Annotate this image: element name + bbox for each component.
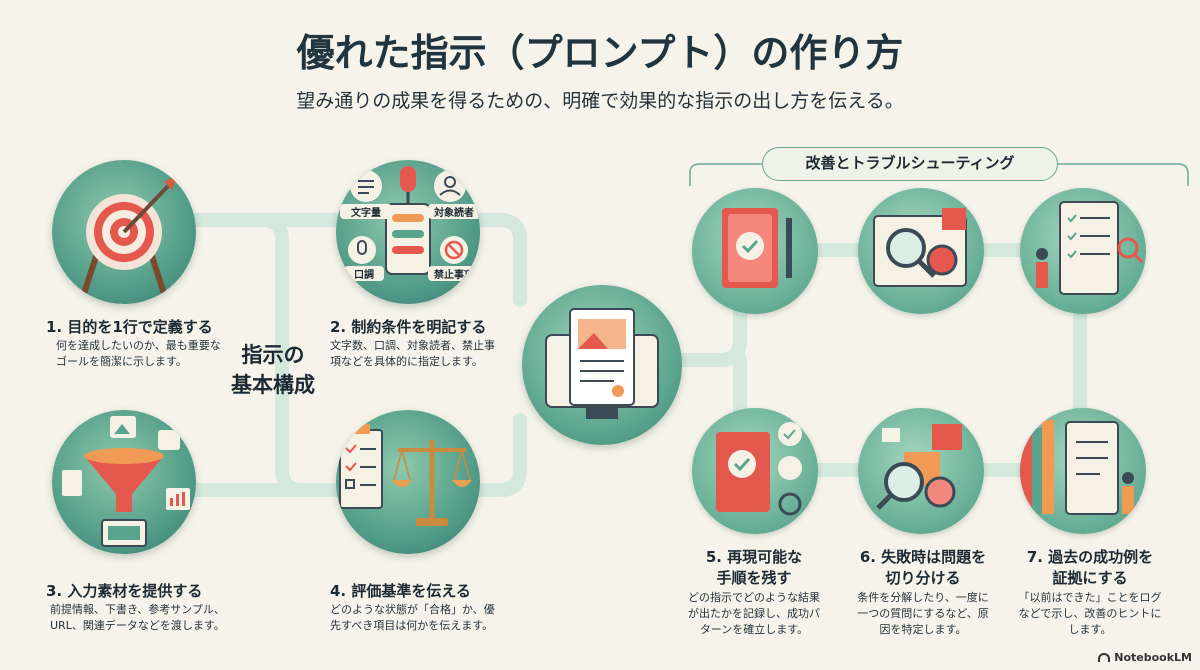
step-6-desc-line-3: 因を特定します。 [879,623,967,636]
step-2-desc-line-1: 文字数、口調、対象読者、禁止事 [330,339,495,352]
page-title: 優れた指示（プロンプト）の作り方 [296,31,904,75]
center-illustration [522,285,682,445]
label-target-reader: 対象読者 [428,204,480,219]
step-4-desc: どのような状態が「合格」か、優 先すべき項目は何かを伝えます。 [330,602,495,634]
funnel-icon [62,416,190,547]
step-6-title-line-2: 切り分ける [885,569,961,587]
step-2-desc-line-2: 項などを具体的に指定します。 [330,355,483,368]
core-structure-label: 指示の 基本構成 [218,340,328,400]
step-3-illustration [52,410,196,554]
step-1-title: 1. 目的を1行で定義する [46,318,213,336]
step-6-desc-line-1: 条件を分解したり、一度に [857,591,989,604]
notebooklm-logo-icon [1098,653,1111,662]
puzzle-magnifier-icon [876,424,962,510]
step-1-desc: 何を達成したいのか、最も重要な ゴールを簡潔に示します。 [56,338,221,370]
step-3-title: 3. 入力素材を提供する [46,582,203,600]
step-6-desc: 条件を分解したり、一度に 一つの質問にするなど、原 因を特定します。 [832,590,1014,638]
step-1-desc-line-2: ゴールを簡潔に示します。 [56,355,187,368]
core-label-line-2: 基本構成 [231,373,315,397]
target-icon [79,174,178,301]
document-screen-icon [545,308,659,419]
label-text-volume: 文字量 [340,204,392,219]
books-scroll-person-icon [1020,420,1134,515]
step-5-desc-line-3: ターンを確立します。 [699,623,809,636]
brand-label: NotebookLM [1114,651,1192,664]
step-7-desc-line-1: 「以前はできた」ことをログ [1018,591,1162,604]
step-4-illustration [336,410,480,554]
brand-mark: NotebookLM [1098,651,1192,664]
step-3-desc: 前提情報、下書き、参考サンプル、 URL、関連データなどを渡します。 [50,602,225,634]
step-5-top-illustration [692,188,818,314]
step-1-illustration [52,160,196,304]
step-2-desc: 文字数、口調、対象読者、禁止事 項などを具体的に指定します。 [330,338,495,370]
step-2-title: 2. 制約条件を明記する [330,318,487,336]
step-7-title-line-2: 証拠にする [1052,569,1128,587]
step-6-title: 6. 失敗時は問題を 切り分ける [832,546,1014,588]
step-6-desc-line-2: 一つの質問にするなど、原 [857,607,989,620]
step-5-illustration [692,408,818,534]
microphone-settings-icon [348,166,468,275]
step-6-title-line-1: 6. 失敗時は問題を [859,548,987,566]
troubleshooting-section-label: 改善とトラブルシューティング [762,147,1058,181]
step-4-desc-line-2: 先すべき項目は何かを伝えます。 [330,619,494,632]
scales-checklist-icon [339,424,472,526]
step-4-title: 4. 評価基準を伝える [330,582,471,600]
checklist-person-icon [1036,201,1144,295]
step-7-title: 7. 過去の成功例を 証拠にする [996,546,1184,588]
step-6-illustration [858,408,984,534]
step-2-illustration: 文字量 対象読者 口調 禁止事項 [336,160,480,304]
step-5-title-line-2: 手順を残す [716,569,792,587]
step-4-desc-line-1: どのような状態が「合格」か、優 [330,603,495,616]
step-3-desc-line-1: 前提情報、下書き、参考サンプル、 [50,603,225,616]
step-1-desc-line-1: 何を達成したいのか、最も重要な [56,339,221,352]
step-5-desc: どの指示でどのような結果 が出たかを記録し、成功パ ターンを確立します。 [668,590,840,638]
step-6-top-illustration [858,188,984,314]
step-3-desc-line-2: URL、関連データなどを渡します。 [50,619,225,632]
step-7-desc: 「以前はできた」ことをログ などで示し、改善のヒントに します。 [996,590,1184,638]
step-7-desc-line-2: などで示し、改善のヒントに [1018,607,1162,620]
magnifier-puzzle-icon [873,208,967,287]
step-7-title-line-1: 7. 過去の成功例を [1026,548,1154,566]
page-subtitle: 望み通りの成果を得るための、明確で効果的な指示の出し方を伝える。 [296,90,904,112]
notebook-check-icon [722,208,792,288]
step-5-desc-line-1: どの指示でどのような結果 [688,591,820,604]
step-5-desc-line-2: が出たかを記録し、成功パ [688,607,820,620]
step-5-title-line-1: 5. 再現可能な [705,548,803,566]
notebook-recycle-icon [716,422,802,516]
core-label-line-1: 指示の [241,343,305,367]
step-5-title: 5. 再現可能な 手順を残す [668,546,840,588]
step-7-desc-line-3: します。 [1068,623,1112,636]
label-forbidden: 禁止事項 [428,266,480,281]
step-7-top-illustration [1020,188,1146,314]
step-7-illustration [1020,408,1146,534]
label-tone: 口調 [344,266,384,281]
